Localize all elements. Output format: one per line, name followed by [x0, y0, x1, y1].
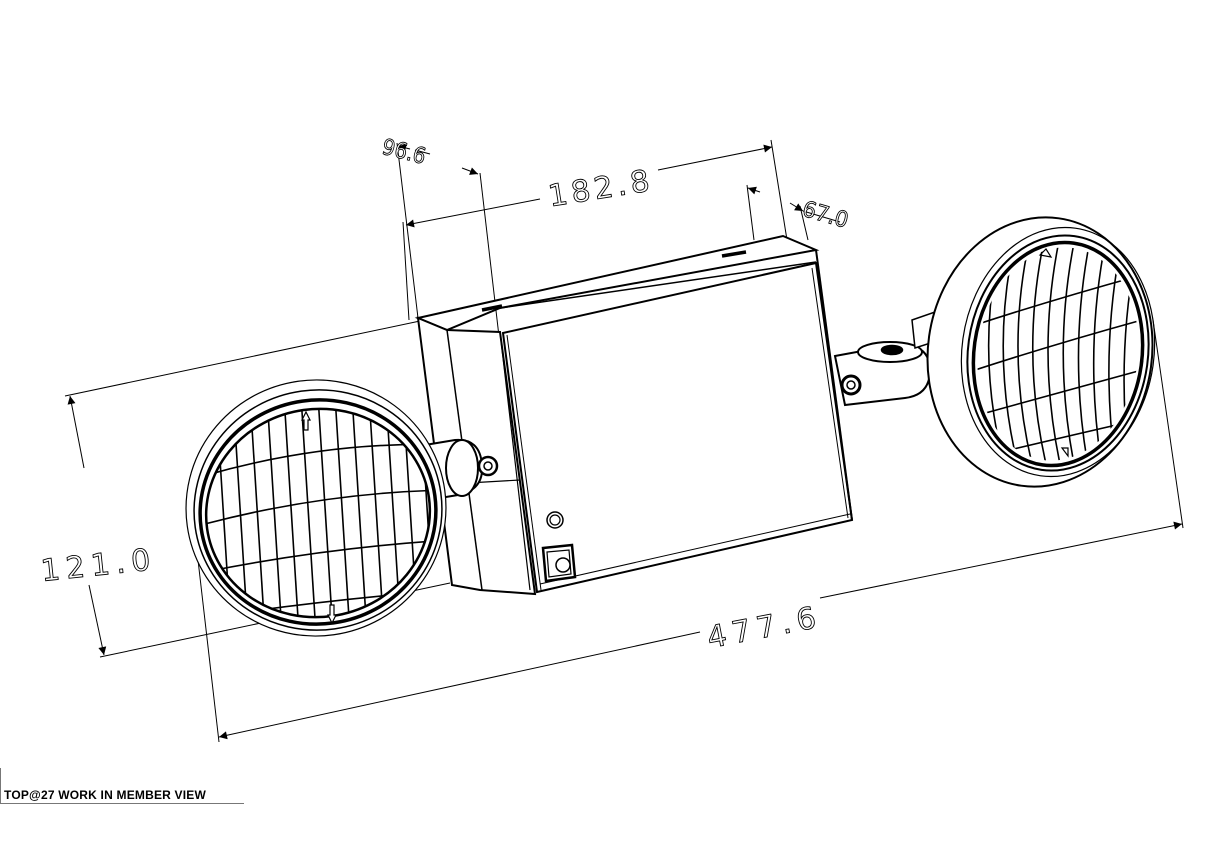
dim-label-overall-width: 477.6	[704, 600, 824, 656]
arrow-up-icon	[301, 410, 311, 431]
dim-label-housing-width: 182.8	[546, 163, 656, 214]
vent-slot	[481, 304, 503, 312]
dim-head-depth	[746, 184, 841, 241]
arrow-up-icon	[1038, 248, 1053, 258]
left-lamp-head	[185, 379, 447, 637]
dim-overall-width	[197, 319, 1184, 743]
caption-border	[0, 768, 1, 804]
dim-housing-width	[402, 139, 788, 321]
dim-label-height: 121.0	[39, 542, 158, 589]
dim-label-head-depth: 67.0	[799, 197, 851, 234]
battery-housing	[414, 234, 854, 596]
test-button	[541, 543, 577, 583]
arrow-down-icon	[327, 604, 337, 625]
dim-label-depth-bracket: 96.6	[380, 134, 429, 169]
caption-underline	[0, 803, 244, 804]
dim-depth-bracket	[396, 142, 501, 346]
view-caption: TOP@27 WORK IN MEMBER VIEW	[4, 788, 207, 802]
right-swivel-mount	[833, 311, 941, 407]
vent-slot	[721, 250, 747, 258]
indicator-lamp	[546, 511, 564, 529]
dimension-lines	[64, 139, 1184, 743]
right-lamp-head	[926, 216, 1156, 488]
arrow-down-icon	[1060, 447, 1069, 458]
